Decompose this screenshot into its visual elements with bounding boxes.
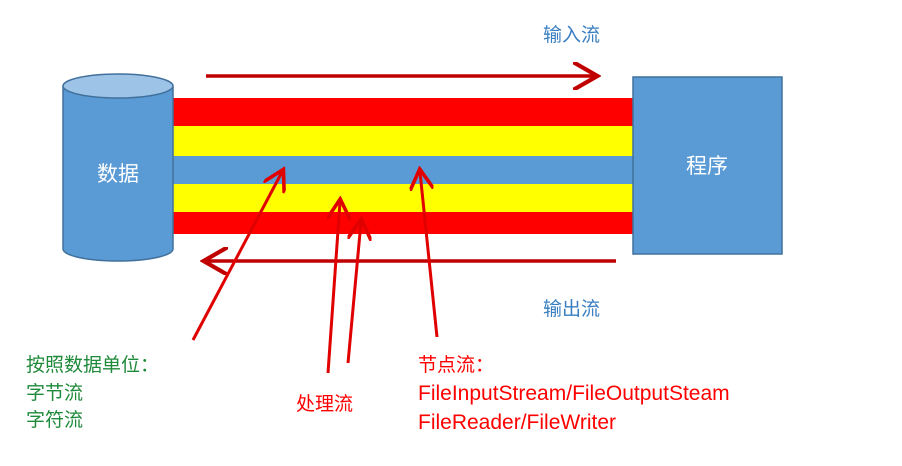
program-label: 程序 <box>686 154 728 178</box>
pipe-band-yellow-bottom <box>160 184 634 212</box>
input-stream-label: 输入流 <box>543 24 601 46</box>
output-stream-label: 输出流 <box>543 298 601 320</box>
pipe-band-red-top <box>160 98 634 126</box>
data-cylinder <box>62 73 174 262</box>
stream-pipe <box>160 98 634 234</box>
processing-pointer-arrow-2 <box>346 222 361 364</box>
pipe-band-yellow-top <box>160 126 634 156</box>
unit-pointer-arrow <box>191 172 282 341</box>
node-stream-example-1: FileInputStream/FileOutputSteam <box>418 382 730 405</box>
node-pointer-arrow <box>420 172 439 338</box>
data-label: 数据 <box>97 162 139 186</box>
processing-pointer-arrow-1 <box>326 202 340 374</box>
pipe-band-red-bottom <box>160 212 634 234</box>
cylinder-top <box>62 73 174 99</box>
char-stream-label: 字符流 <box>26 409 84 431</box>
byte-stream-label: 字节流 <box>26 382 84 404</box>
node-stream-title: 节点流： <box>418 354 495 376</box>
node-stream-example-2: FileReader/FileWriter <box>418 411 616 434</box>
program-box <box>632 76 783 255</box>
cylinder-body <box>62 85 174 262</box>
by-unit-title: 按照数据单位： <box>26 354 160 376</box>
processing-stream-label: 处理流 <box>296 393 354 415</box>
pipe-band-blue-middle <box>160 156 634 184</box>
